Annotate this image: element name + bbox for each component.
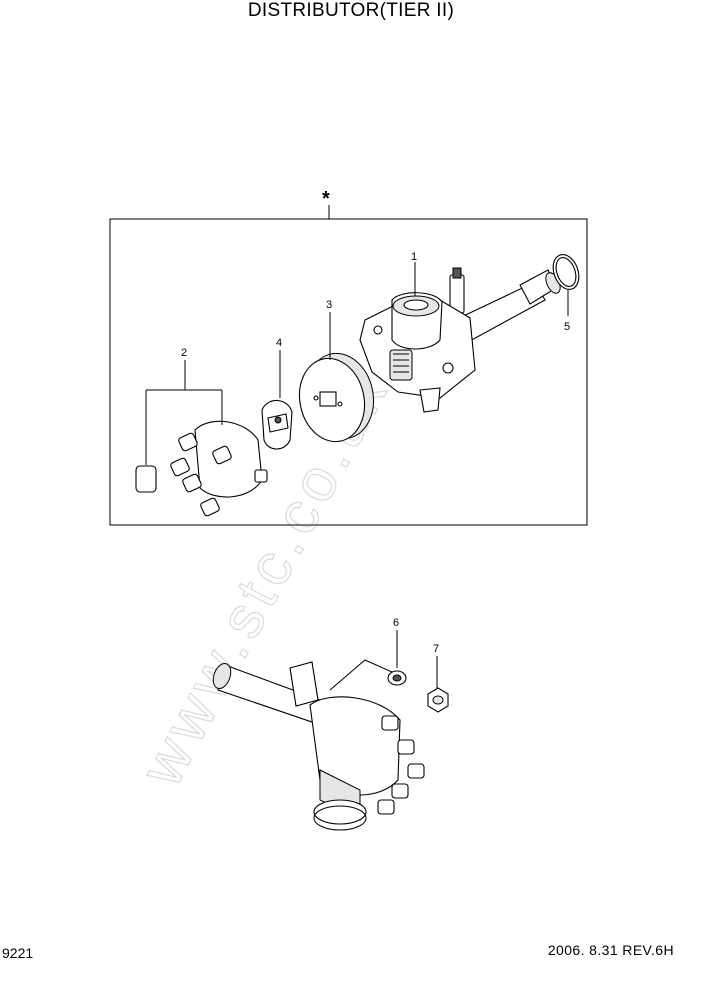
callout-3: 3	[326, 299, 332, 311]
assembly-kit-frame	[109, 218, 588, 526]
callout-2: 2	[181, 347, 187, 359]
washer-part	[387, 670, 407, 686]
page-title: DISTRIBUTOR(TIER II)	[247, 0, 455, 21]
callout-1: 1	[411, 251, 417, 263]
callout-4: 4	[276, 337, 282, 349]
assembly-leader	[329, 659, 393, 691]
nut-part	[427, 687, 449, 713]
callout-2-bracket	[145, 389, 223, 465]
callout-7: 7	[433, 643, 439, 655]
callout-6: 6	[393, 617, 399, 629]
boot-part	[135, 465, 157, 493]
revision-stamp: 2006. 8.31 REV.6H	[547, 942, 674, 958]
rotor-part	[261, 399, 293, 450]
o-ring-part	[552, 254, 580, 290]
signal-disc-part	[298, 352, 374, 443]
assembly-marker: *	[322, 188, 330, 210]
page-code: 9221	[2, 945, 34, 961]
distributor-cap-part	[135, 420, 268, 517]
callout-5: 5	[564, 321, 570, 333]
assembled-distributor-view	[212, 661, 425, 831]
distributor-housing-part	[359, 267, 561, 413]
